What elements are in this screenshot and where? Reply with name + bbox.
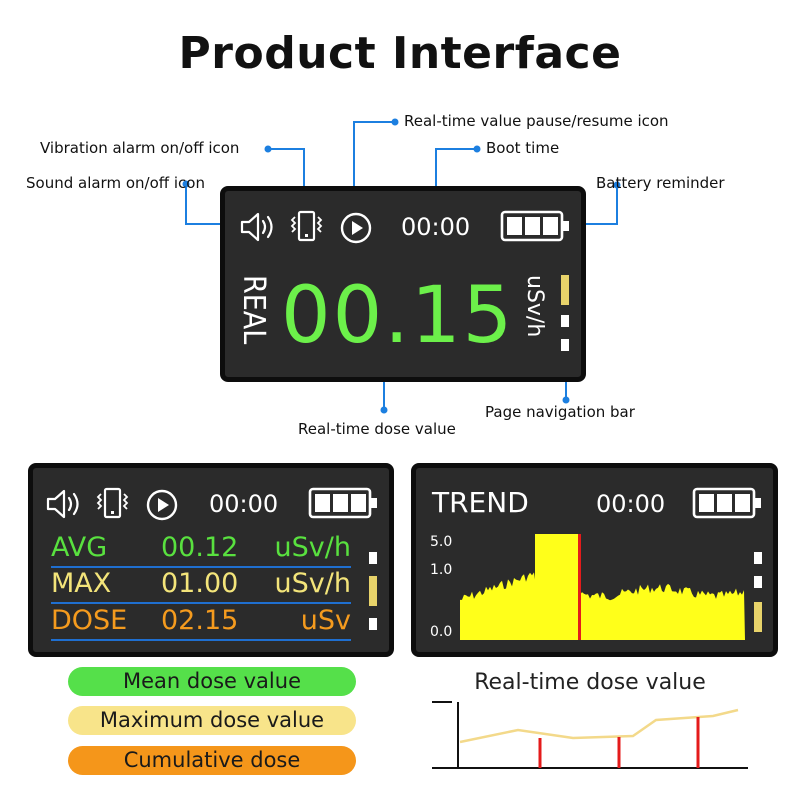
trend-title: TREND [432,486,529,519]
page-nav-indicator-2 [369,576,377,606]
page-nav-indicator-1 [754,552,762,564]
realtime-line [459,708,739,744]
callout-dose-value: Real-time dose value [298,420,456,438]
legend-cumulative-dose: Cumulative dose [68,746,356,775]
callout-sound: Sound alarm on/off icon [26,174,205,192]
stat-value: 01.00 [161,568,239,599]
stat-label: DOSE [51,605,128,636]
trend-peak-block [535,534,579,640]
callout-pause-resume: Real-time value pause/resume icon [404,112,669,130]
mode-label: REAL [236,275,271,345]
trend-marker [578,534,581,640]
y-axis-label-top: 5.0 [430,534,453,550]
stat-value: 00.12 [161,532,239,563]
page-nav-indicator-1 [561,275,569,305]
callout-battery: Battery reminder [596,174,725,192]
row-divider [51,566,351,568]
dose-unit: uSv/h [522,275,547,338]
callout-boot-time: Boot time [486,139,560,157]
trend-area [460,572,745,640]
callout-vibration: Vibration alarm on/off icon [40,139,240,157]
stat-row-max: MAX 01.00 uSv/h [51,568,351,602]
stat-label: AVG [51,532,108,563]
boot-time: 00:00 [401,213,471,241]
page-nav-indicator-3 [369,618,377,630]
legend-mean-dose: Mean dose value [68,667,356,696]
pause-resume-icon[interactable] [145,488,181,524]
page-nav-indicator-3 [754,602,762,632]
realtime-diagram [432,701,748,769]
vibration-alarm-icon[interactable] [289,209,325,245]
pause-resume-icon[interactable] [339,211,375,247]
battery-icon [308,487,377,519]
page-nav-indicator-2 [754,576,762,588]
trend-graph [460,534,745,640]
stat-row-avg: AVG 00.12 uSv/h [51,532,351,566]
battery-icon [500,210,569,242]
trend-screen: TREND 00:00 5.0 1.0 0.0 [411,463,778,657]
callout-page-nav: Page navigation bar [485,403,635,421]
y-axis-label-mid: 1.0 [430,562,453,578]
stat-unit: uSv/h [274,568,351,599]
page-title: Product Interface [178,28,622,79]
realtime-caption: Real-time dose value [474,670,706,695]
sound-alarm-icon[interactable] [45,488,85,520]
realtime-dose-value: 00.15 [281,271,515,361]
stats-screen: 00:00 AVG 00.12 uSv/h MAX 01.00 uSv/h DO… [28,463,394,657]
page-nav-indicator-2 [561,315,569,327]
page-nav-indicator-3 [561,339,569,351]
boot-time: 00:00 [209,490,279,518]
boot-time: 00:00 [596,490,666,518]
main-screen: 00:00 REAL 00.15 uSv/h [220,186,586,382]
row-divider [51,639,351,641]
y-axis-label-bottom: 0.0 [430,624,453,640]
row-divider [51,602,351,604]
stat-unit: uSv [300,605,351,636]
sound-alarm-icon[interactable] [239,211,279,243]
stat-unit: uSv/h [274,532,351,563]
vibration-alarm-icon[interactable] [95,486,131,522]
stat-label: MAX [51,568,112,599]
legend-max-dose: Maximum dose value [68,706,356,735]
battery-icon [692,487,761,519]
stat-value: 02.15 [161,605,239,636]
page-nav-indicator-1 [369,552,377,564]
stat-row-dose: DOSE 02.15 uSv [51,605,351,639]
